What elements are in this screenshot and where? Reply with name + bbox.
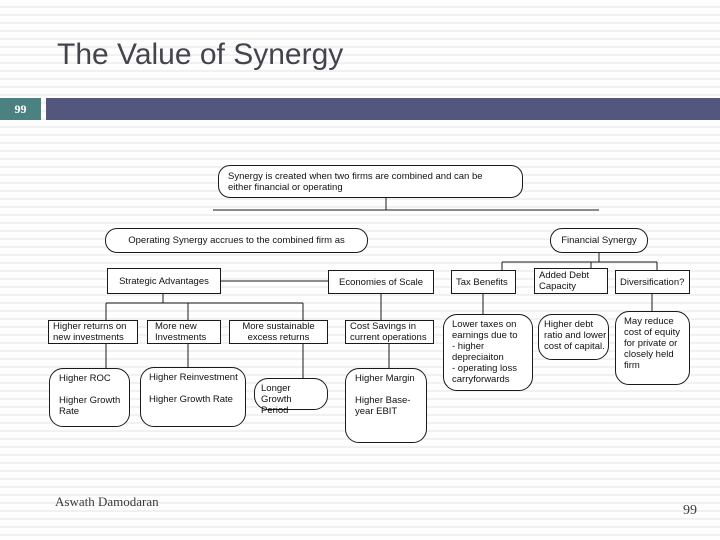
- node-synergy-root: Synergy is created when two firms are co…: [218, 165, 523, 198]
- node-more-sustainable-returns: More sustainable excess returns: [229, 320, 328, 344]
- node-operating-synergy: Operating Synergy accrues to the combine…: [105, 228, 368, 253]
- footer-page-number: 99: [683, 503, 697, 518]
- node-higher-margin: Higher Margin Higher Base- year EBIT: [345, 368, 427, 443]
- node-higher-roc: Higher ROC Higher Growth Rate: [49, 368, 130, 427]
- node-strategic-advantages: Strategic Advantages: [107, 268, 221, 294]
- node-added-debt-capacity: Added Debt Capacity: [534, 268, 608, 294]
- node-more-new-investments: More new Investments: [147, 320, 221, 344]
- node-higher-returns: Higher returns on new investments: [48, 320, 138, 344]
- page-title: The Value of Synergy: [57, 38, 344, 71]
- node-longer-growth-period: Longer Growth Period: [254, 378, 328, 416]
- node-diversification: Diversification?: [615, 270, 690, 294]
- node-financial-synergy: Financial Synergy: [550, 228, 648, 253]
- node-economies-of-scale: Economies of Scale: [328, 270, 434, 294]
- footer-author: Aswath Damodaran: [55, 494, 159, 509]
- slide-number-badge: 99: [0, 98, 41, 120]
- node-may-reduce-cost-of-equity: May reduce cost of equity for private or…: [615, 311, 690, 385]
- node-lower-taxes: Lower taxes on earnings due to - higher …: [443, 314, 533, 391]
- node-tax-benefits: Tax Benefits: [451, 270, 516, 294]
- header-accent-bar: [46, 98, 720, 120]
- node-higher-debt-ratio: Higher debt ratio and lower cost of capi…: [538, 314, 609, 360]
- node-cost-savings: Cost Savings in current operations: [345, 320, 434, 344]
- node-higher-reinvestment: Higher Reinvestment Higher Growth Rate: [140, 367, 246, 427]
